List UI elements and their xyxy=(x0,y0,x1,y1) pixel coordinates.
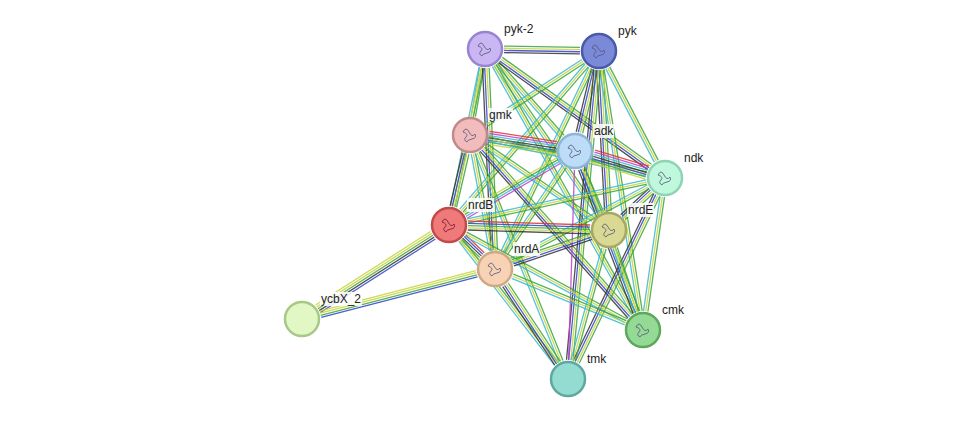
interaction-edge xyxy=(485,60,585,127)
evidence-line xyxy=(503,287,555,365)
protein-node: ycbX_2 xyxy=(283,300,321,338)
evidence-line xyxy=(318,235,433,309)
node-label: ndk xyxy=(683,151,704,165)
node-label: cmk xyxy=(661,303,685,317)
evidence-line xyxy=(593,156,647,172)
evidence-line xyxy=(606,69,654,162)
evidence-line xyxy=(450,153,462,206)
node-label: nrdA xyxy=(513,242,540,256)
node-label: tmk xyxy=(586,352,607,366)
protein-node: ndk xyxy=(646,159,684,197)
node-circle xyxy=(590,211,628,249)
protein-node: pyk xyxy=(580,32,618,70)
protein-node: pyk-2 xyxy=(466,30,504,68)
interaction-edge xyxy=(320,271,478,318)
interaction-edge xyxy=(468,221,590,234)
interaction-edge xyxy=(571,248,606,362)
evidence-line xyxy=(504,53,580,54)
evidence-line xyxy=(320,273,476,313)
evidence-line xyxy=(608,68,656,161)
node-circle xyxy=(580,32,618,70)
protein-node: adk xyxy=(556,132,594,170)
node-circle xyxy=(466,30,504,68)
evidence-line xyxy=(320,239,435,313)
node-circle xyxy=(549,360,587,398)
evidence-line xyxy=(513,274,626,321)
evidence-line xyxy=(508,283,560,361)
evidence-line xyxy=(571,248,602,360)
interaction-edge xyxy=(512,233,592,266)
evidence-line xyxy=(506,284,558,362)
evidence-line xyxy=(615,248,637,312)
protein-node: cmk xyxy=(624,311,662,349)
node-circle xyxy=(451,116,489,154)
evidence-line xyxy=(468,182,647,221)
evidence-line xyxy=(593,159,647,175)
evidence-line xyxy=(452,153,464,206)
evidence-line xyxy=(575,249,606,361)
evidence-line xyxy=(513,237,591,264)
evidence-line xyxy=(617,247,639,311)
node-label: nrdB xyxy=(467,198,494,212)
node-circle xyxy=(430,206,468,244)
interaction-edge xyxy=(504,46,580,54)
node-circle xyxy=(624,311,662,349)
evidence-line xyxy=(594,154,648,170)
evidence-line xyxy=(321,275,477,315)
node-circle xyxy=(476,250,514,288)
evidence-line xyxy=(592,161,646,177)
evidence-line xyxy=(513,235,591,262)
evidence-line xyxy=(466,162,559,217)
evidence-line xyxy=(610,67,658,160)
evidence-line xyxy=(320,271,476,311)
evidence-line xyxy=(467,163,560,218)
evidence-line xyxy=(504,50,580,51)
protein-node: tmk xyxy=(549,360,587,398)
protein-node: nrdE xyxy=(590,211,628,249)
evidence-line xyxy=(319,237,434,311)
interaction-edge xyxy=(613,247,639,312)
evidence-line xyxy=(466,234,627,321)
evidence-line xyxy=(573,248,604,360)
evidence-line xyxy=(468,230,590,234)
interaction-edge xyxy=(459,239,558,366)
node-label: pyk xyxy=(617,24,638,38)
protein-node: nrdA xyxy=(476,250,514,288)
interaction-edge xyxy=(316,232,436,313)
node-circle xyxy=(556,132,594,170)
interaction-edge xyxy=(591,150,648,179)
evidence-line xyxy=(505,285,557,363)
node-label: ycbX_2 xyxy=(320,292,362,306)
evidence-line xyxy=(511,185,647,258)
evidence-line xyxy=(573,194,653,361)
evidence-line xyxy=(459,241,555,365)
node-circle xyxy=(283,300,321,338)
evidence-line xyxy=(579,197,659,364)
evidence-line xyxy=(317,233,432,307)
node-label: gmk xyxy=(488,108,513,122)
evidence-line xyxy=(591,163,645,179)
protein-node: nrdB xyxy=(430,206,468,244)
evidence-line xyxy=(613,249,635,313)
node-label: nrdE xyxy=(627,203,654,217)
evidence-line xyxy=(506,167,565,254)
protein-node: gmk xyxy=(451,116,489,154)
node-label: adk xyxy=(593,124,614,138)
evidence-line xyxy=(504,48,580,49)
interaction-edge xyxy=(573,194,659,364)
evidence-line xyxy=(504,46,580,47)
evidence-line xyxy=(512,233,590,260)
node-label: pyk-2 xyxy=(503,22,534,36)
interaction-edge xyxy=(503,283,560,365)
node-circle xyxy=(646,159,684,197)
